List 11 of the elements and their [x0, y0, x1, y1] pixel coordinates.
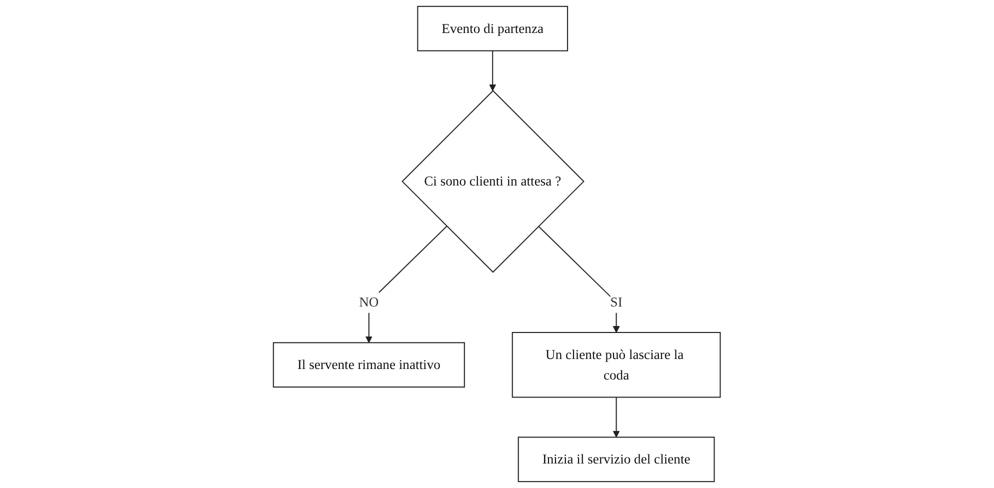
edge-label: NO: [359, 294, 379, 310]
node-box: Il servente rimane inattivo: [273, 342, 466, 388]
node-box: Un cliente può lasciare la coda: [512, 332, 721, 398]
node-diamond: Ci sono clienti in attesa ?: [402, 90, 585, 273]
node-box: Evento di partenza: [417, 6, 568, 52]
arrow: [538, 226, 620, 333]
node-box: Inizia il servizio del cliente: [518, 436, 715, 482]
edge-label: SI: [610, 294, 623, 310]
arrow: [366, 226, 448, 343]
arrow: [489, 50, 496, 92]
arrow: [612, 397, 620, 438]
